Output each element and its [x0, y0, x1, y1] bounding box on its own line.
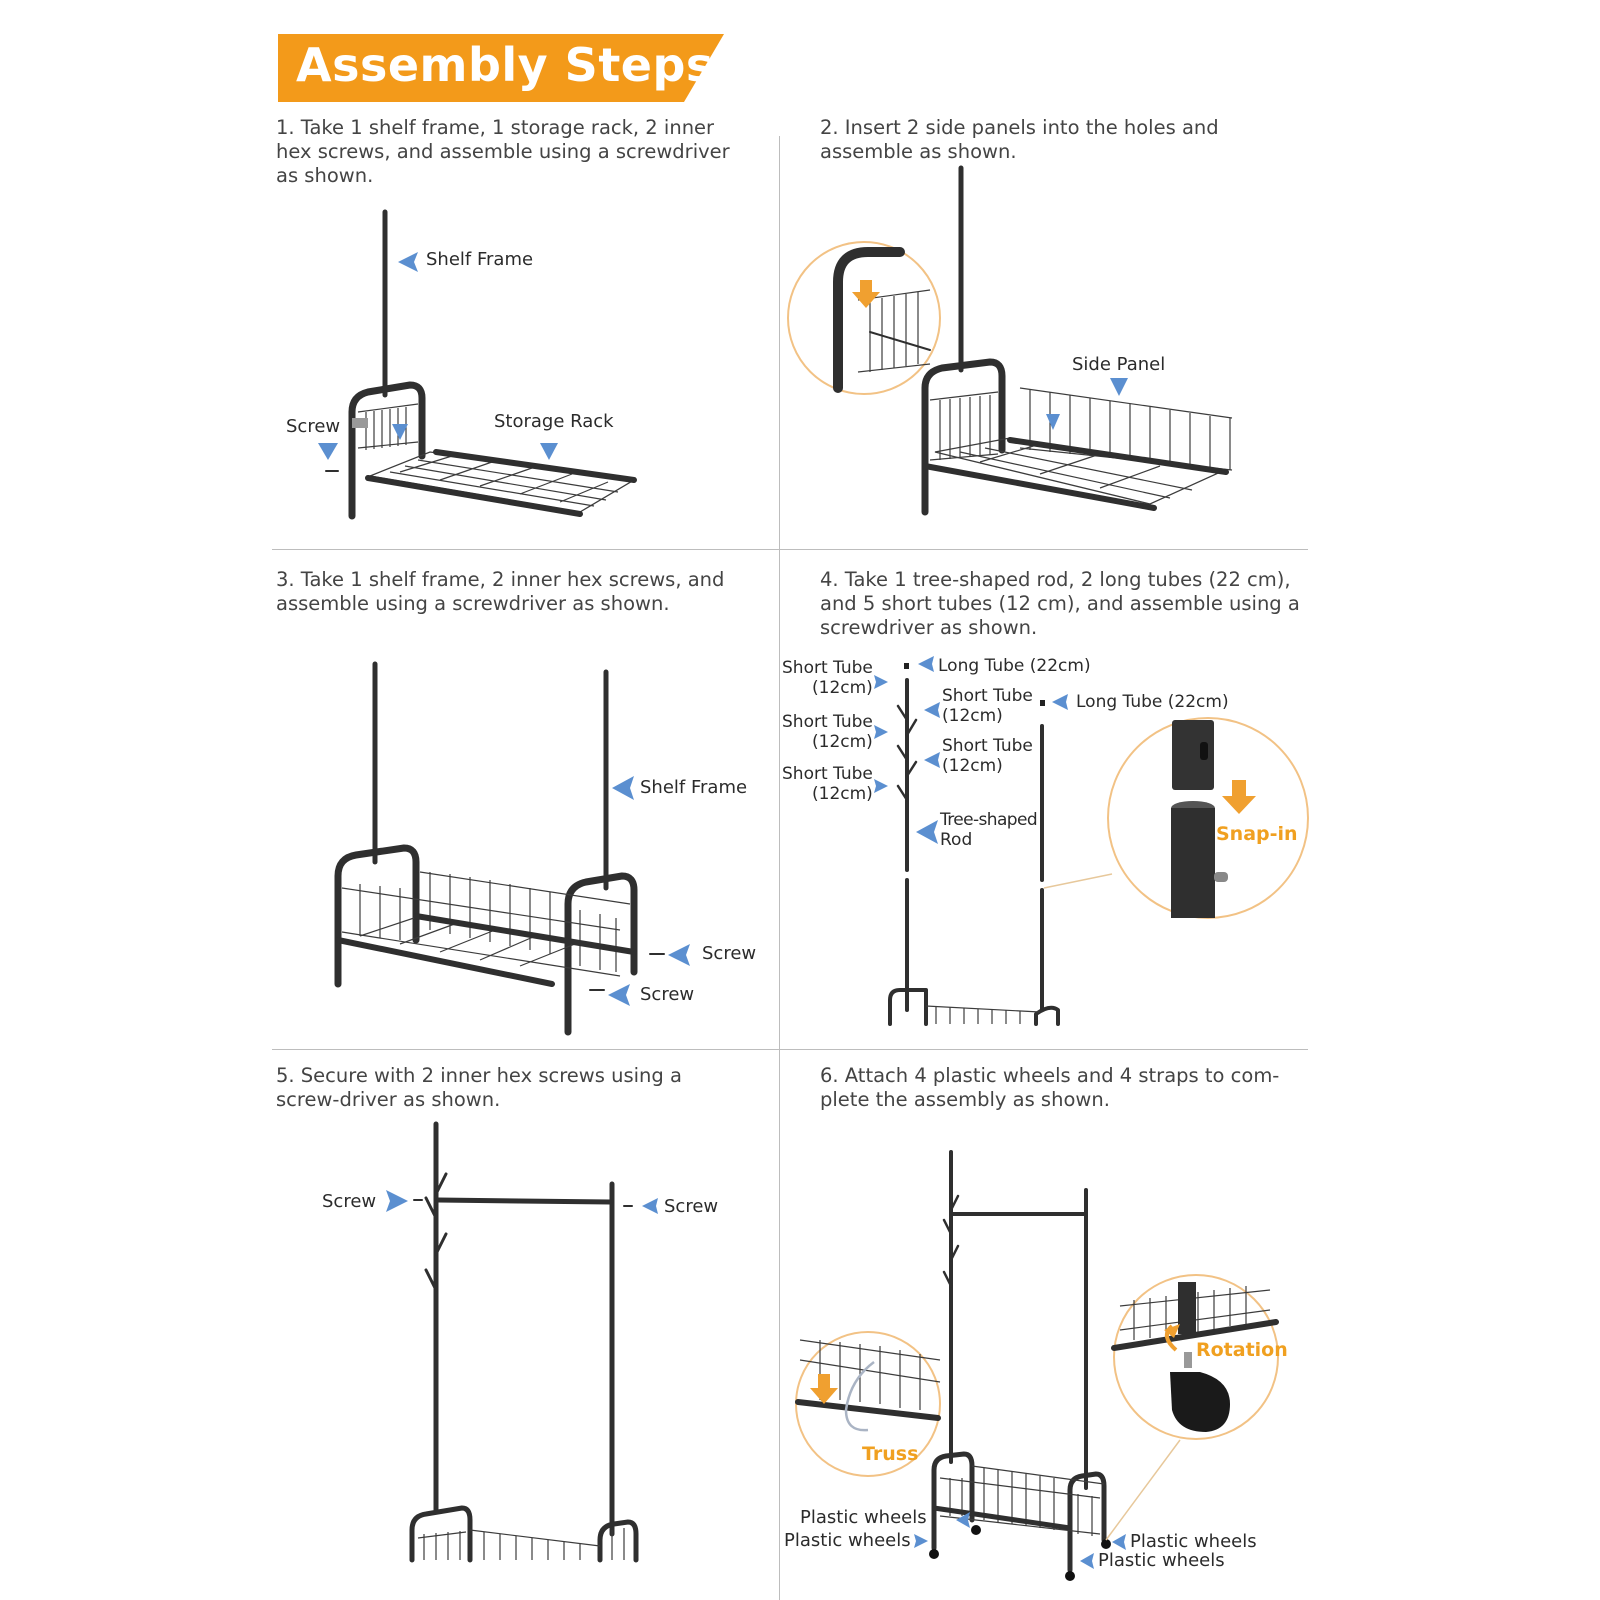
label-storage-rack: Storage Rack — [494, 411, 614, 432]
label-tree-rod-line1: Tree-shaped — [940, 810, 1038, 830]
label-long-tube-2: Long Tube (22cm) — [1076, 692, 1229, 712]
label-short-tube-4-size: (12cm) — [942, 706, 1003, 726]
step-2-text: 2. Insert 2 side panels into the holes a… — [820, 116, 1219, 163]
label-rotation: Rotation — [1196, 1339, 1288, 1361]
label-short-tube-1-size: (12cm) — [812, 678, 873, 698]
label-plastic-wheels-1: Plastic wheels — [800, 1507, 927, 1528]
step-5-text: 5. Secure with 2 inner hex screws using … — [276, 1064, 682, 1111]
label-short-tube-1: Short Tube — [782, 658, 873, 678]
label-screw: Screw — [286, 416, 341, 437]
label-plastic-wheels-4: Plastic wheels — [1098, 1550, 1225, 1571]
step-6-text: 6. Attach 4 plastic wheels and 4 straps … — [820, 1064, 1280, 1111]
divider-horizontal-1 — [272, 549, 1308, 550]
label-snap-in: Snap-in — [1216, 823, 1298, 845]
banner-shape — [278, 34, 724, 102]
step-3-text: 3. Take 1 shelf frame, 2 inner hex screw… — [276, 568, 725, 615]
label-long-tube-1: Long Tube (22cm) — [938, 656, 1091, 676]
label-screw-left: Screw — [322, 1191, 377, 1212]
label-screw-right: Screw — [664, 1196, 719, 1217]
label-side-panel: Side Panel — [1072, 354, 1166, 375]
label-short-tube-2-size: (12cm) — [812, 732, 873, 752]
label-screw-b: Screw — [640, 984, 695, 1005]
label-short-tube-5-size: (12cm) — [942, 756, 1003, 776]
label-short-tube-3-size: (12cm) — [812, 784, 873, 804]
label-plastic-wheels-3: Plastic wheels — [1130, 1531, 1257, 1552]
page-title: Assembly Steps: — [296, 38, 733, 92]
label-short-tube-4: Short Tube — [942, 686, 1033, 706]
label-truss: Truss — [862, 1443, 919, 1465]
label-short-tube-5: Short Tube — [942, 736, 1033, 756]
label-tree-rod-line2: Rod — [940, 830, 973, 850]
label-screw-a: Screw — [702, 943, 757, 964]
divider-horizontal-2 — [272, 1049, 1308, 1050]
title-banner: Assembly Steps: — [278, 34, 732, 106]
label-plastic-wheels-2: Plastic wheels — [784, 1530, 911, 1551]
label-shelf-frame: Shelf Frame — [426, 249, 534, 270]
step-4-text: 4. Take 1 tree-shaped rod, 2 long tubes … — [820, 568, 1300, 639]
divider-vertical — [779, 136, 780, 1600]
label-short-tube-3: Short Tube — [782, 764, 873, 784]
label-shelf-frame: Shelf Frame — [640, 777, 748, 798]
label-short-tube-2: Short Tube — [782, 712, 873, 732]
step-1-text: 1. Take 1 shelf frame, 1 storage rack, 2… — [276, 116, 730, 187]
